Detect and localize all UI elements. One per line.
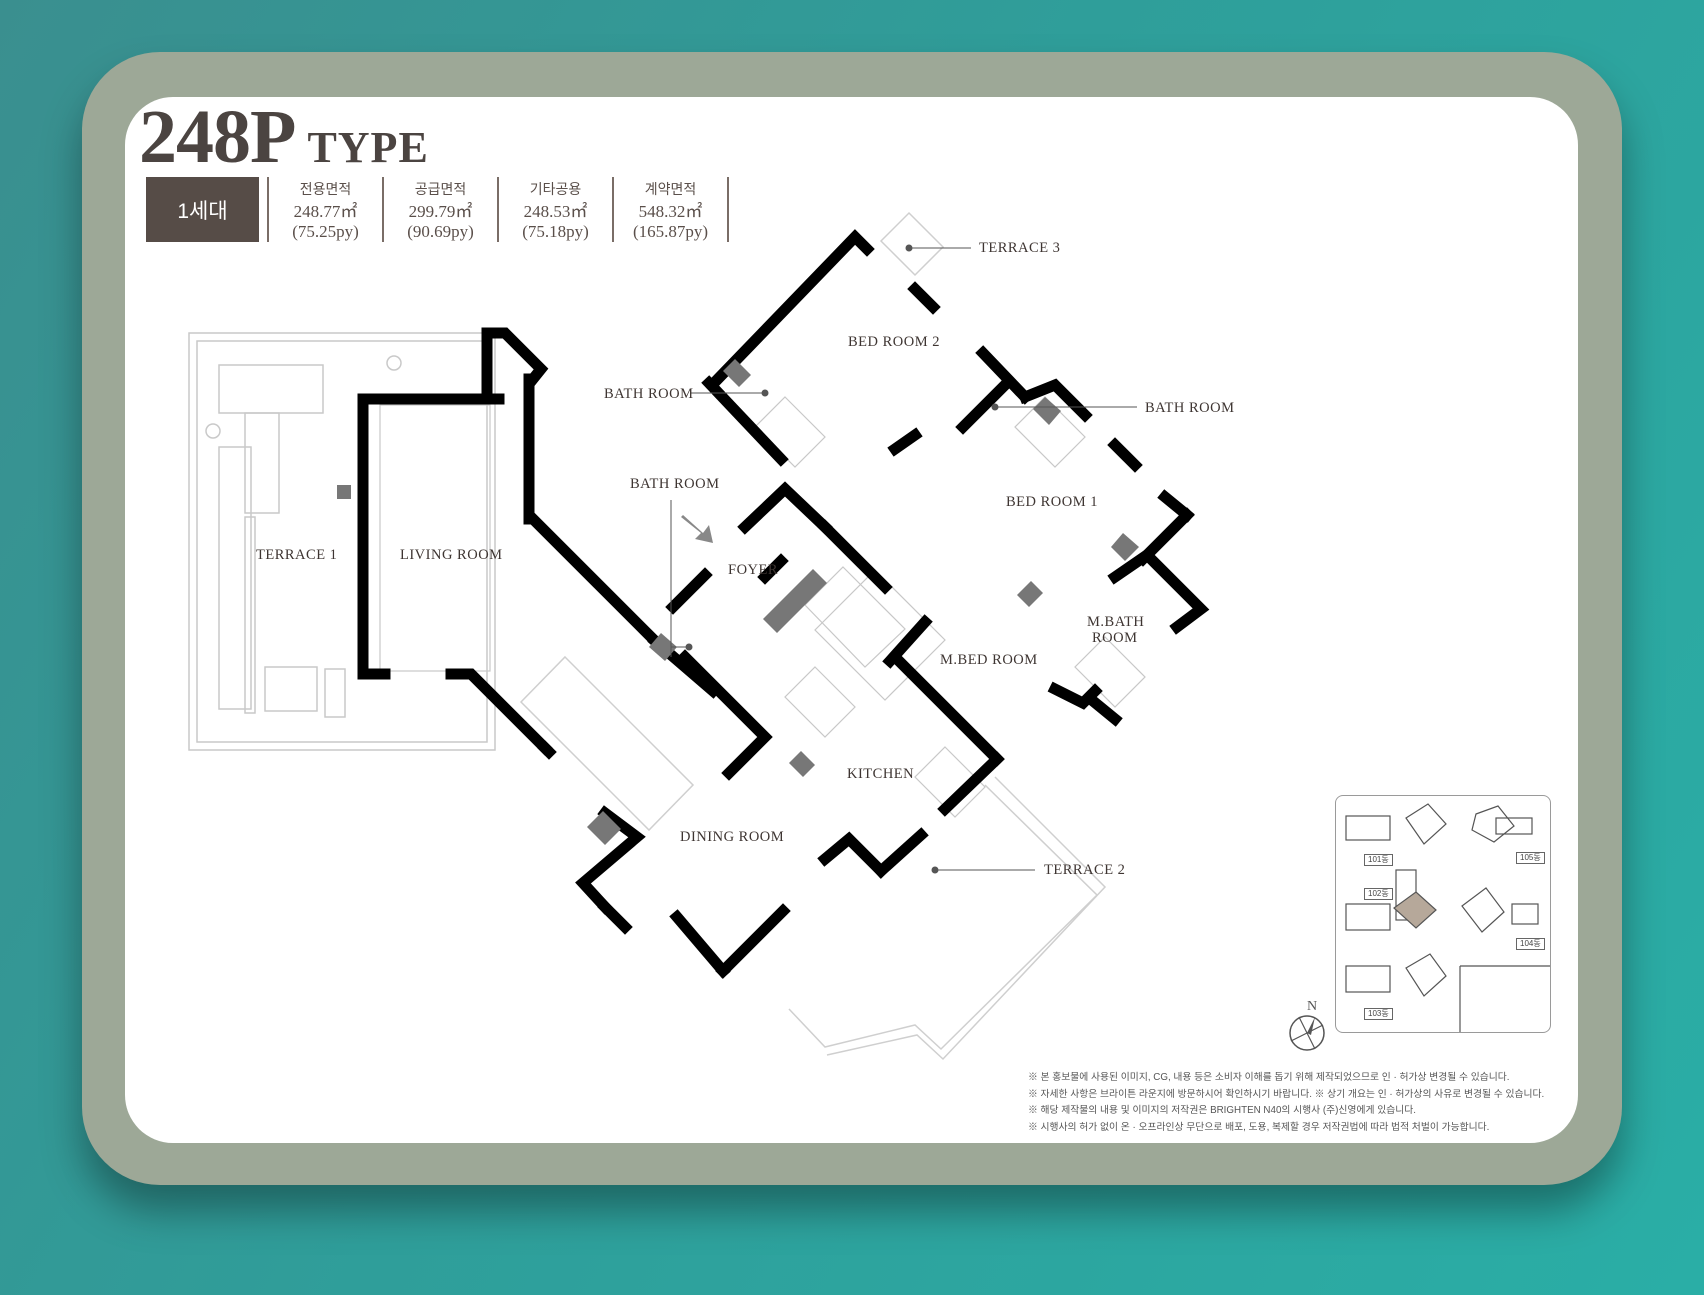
label-foyer: FOYER: [728, 562, 778, 578]
terrace-1-area: [188, 332, 496, 751]
area-table: 전용면적 248.77㎡ (75.25py) 공급면적 299.79㎡ (90.…: [267, 177, 729, 242]
area-py: (165.87py): [632, 222, 709, 241]
key-tag-102: 102동: [1364, 888, 1393, 900]
note-line: ※ 본 홍보물에 사용된 이미지, CG, 내용 등은 소비자 이해를 돕기 위…: [1028, 1072, 1510, 1083]
note-line: ※ 해당 제작물의 내용 및 이미지의 저작권은 BRIGHTEN N40의 시…: [1028, 1105, 1416, 1116]
label-bath-room-bed2: BATH ROOM: [604, 386, 694, 402]
label-m-bath-2: ROOM: [1092, 630, 1138, 646]
area-other-common: 기타공용 248.53㎡ (75.18py): [497, 177, 612, 242]
north-compass: N: [1289, 999, 1325, 1051]
area-label: 전용면적: [299, 181, 352, 197]
label-m-bed-room: M.BED ROOM: [940, 652, 1038, 668]
key-plan: 101동 102동 103동 104동 105동: [1335, 795, 1551, 1033]
area-py: (75.25py): [292, 222, 359, 241]
note-line: ※ 자세한 사항은 브라이튼 라운지에 방문하시어 확인하시기 바랍니다. ※ …: [1028, 1088, 1545, 1100]
key-plan-drawing: [1345, 803, 1550, 1032]
walls: [357, 229, 1210, 979]
label-bed-room-2: BED ROOM 2: [848, 334, 940, 350]
area-label: 기타공용: [529, 181, 582, 197]
key-tag-103: 103동: [1364, 1008, 1393, 1020]
label-terrace-1: TERRACE 1: [256, 547, 337, 563]
area-label: 계약면적: [644, 181, 697, 197]
floor-plan: TERRACE 1 LIVING ROOM DINING ROOM KITCHE…: [188, 211, 1235, 1061]
key-plan-highlight: [1393, 891, 1437, 929]
leader-lines: [670, 244, 1137, 874]
label-m-bath-1: M.BATH: [1087, 614, 1144, 630]
label-dining-room: DINING ROOM: [680, 829, 784, 845]
area-supply: 공급면적 299.79㎡ (90.69py): [382, 177, 497, 242]
label-terrace-2: TERRACE 2: [1044, 862, 1125, 878]
area-m2: 248.77㎡: [293, 202, 358, 221]
area-m2: 248.53㎡: [523, 202, 588, 221]
area-py: (75.18py): [522, 222, 589, 241]
area-m2: 548.32㎡: [638, 202, 703, 221]
key-tag-104: 104동: [1516, 938, 1545, 950]
area-py: (90.69py): [407, 222, 474, 241]
shafts: [337, 359, 1139, 845]
area-contract: 계약면적 548.32㎡ (165.87py): [612, 177, 729, 242]
terrace-2-area: [519, 655, 1107, 1061]
compass-label: N: [1307, 999, 1317, 1014]
type-suffix: TYPE: [307, 123, 429, 172]
label-kitchen: KITCHEN: [847, 766, 914, 782]
units-badge: 1세대: [146, 177, 259, 242]
area-exclusive: 전용면적 248.77㎡ (75.25py): [267, 177, 382, 242]
entrance-arrow: [681, 515, 713, 543]
terrace-3-area: [879, 211, 945, 277]
label-bed-room-1: BED ROOM 1: [1006, 494, 1098, 510]
label-bath-room-foyer: BATH ROOM: [630, 476, 720, 492]
label-bath-room-bed1: BATH ROOM: [1145, 400, 1235, 416]
key-tag-105: 105동: [1516, 852, 1545, 864]
label-living-room: LIVING ROOM: [400, 547, 503, 563]
key-tag-101: 101동: [1364, 854, 1393, 866]
area-m2: 299.79㎡: [408, 202, 473, 221]
interior-fixtures: [379, 396, 1146, 818]
disclaimer-notes: ※ 본 홍보물에 사용된 이미지, CG, 내용 등은 소비자 이해를 돕기 위…: [1028, 1070, 1544, 1136]
area-label: 공급면적: [414, 181, 467, 197]
label-terrace-3: TERRACE 3: [979, 240, 1060, 256]
type-number: 248P: [139, 97, 296, 179]
note-line: ※ 시행사의 허가 없이 온 · 오프라인상 무단으로 배포, 도용, 복제할 …: [1028, 1121, 1490, 1133]
